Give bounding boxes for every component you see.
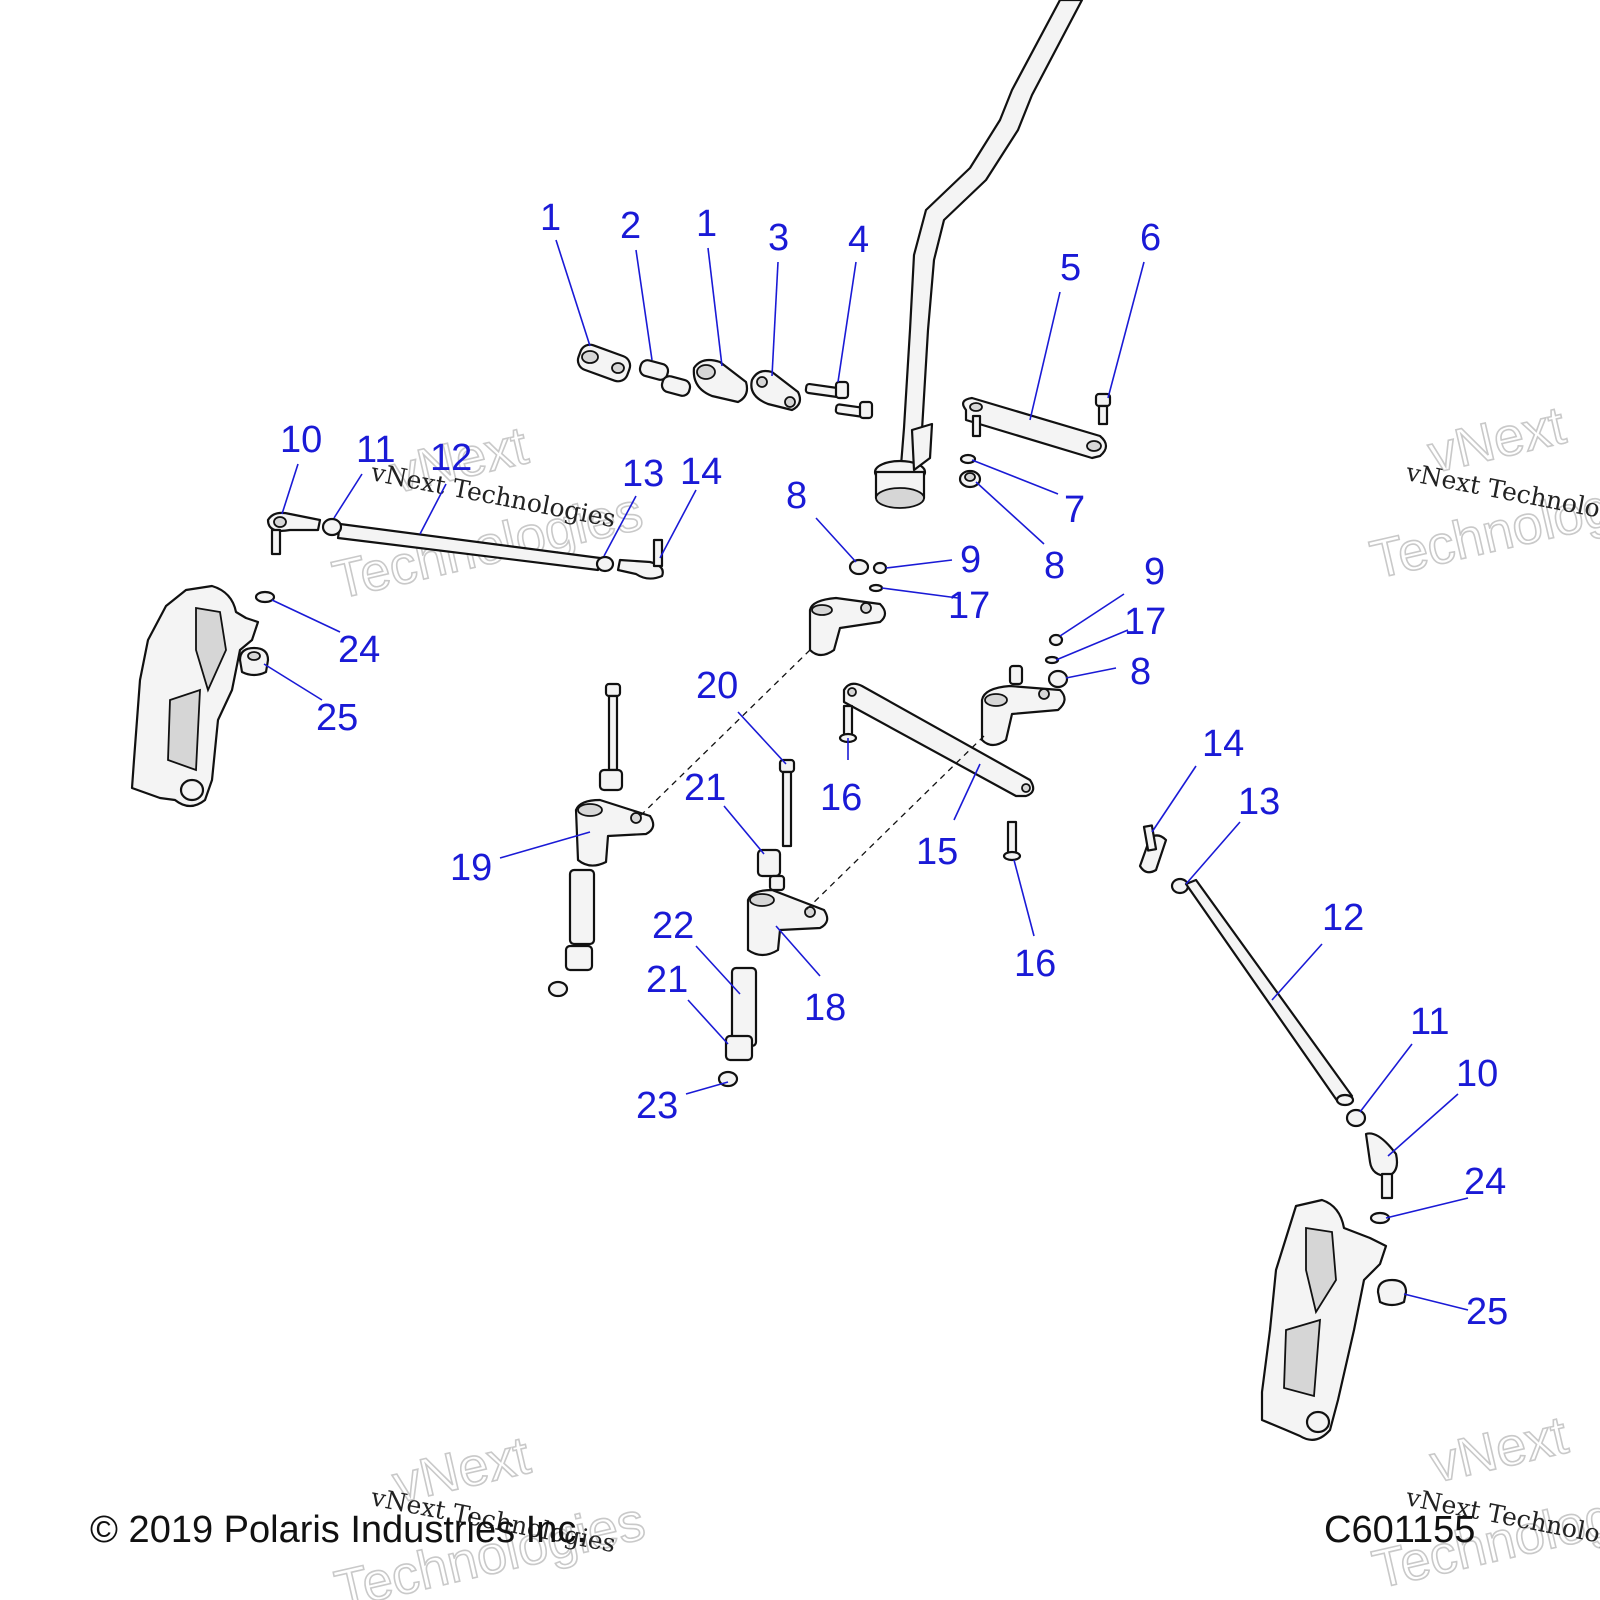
watermark-bottom-right: vNext Technologies <box>1366 1404 1600 1600</box>
bolt-4 <box>804 380 874 420</box>
link-plate-3 <box>750 369 802 412</box>
callout-10: 10 <box>280 419 322 461</box>
callout-13: 13 <box>1238 781 1280 823</box>
callout-9: 9 <box>1144 551 1165 593</box>
center-link-15 <box>842 682 1035 798</box>
bolt-16-upper <box>838 704 858 744</box>
steering-column <box>873 0 1084 509</box>
callout-19: 19 <box>450 847 492 889</box>
callout-23: 23 <box>636 1085 678 1127</box>
washer-7 <box>959 453 977 465</box>
callout-17: 17 <box>1124 601 1166 643</box>
callout-16: 16 <box>1014 943 1056 985</box>
callout-20: 20 <box>696 665 738 707</box>
u-joint-yoke-left <box>576 343 632 383</box>
pitman-arm-upper <box>808 596 887 657</box>
knuckle-right <box>1260 1198 1388 1441</box>
callout-10: 10 <box>1456 1053 1498 1095</box>
pin-2 <box>638 359 692 397</box>
callout-12: 12 <box>1322 897 1364 939</box>
callout-25: 25 <box>316 697 358 739</box>
idler-arm-18 <box>717 888 829 1088</box>
callout-5: 5 <box>1060 247 1081 289</box>
callout-14: 14 <box>1202 723 1244 765</box>
callout-13: 13 <box>622 453 664 495</box>
tie-rod-left <box>266 511 664 580</box>
callout-1: 1 <box>696 203 717 245</box>
washer-9-right <box>1048 633 1064 647</box>
washer-9-mid <box>872 561 888 575</box>
callout-8: 8 <box>1044 545 1065 587</box>
callout-14: 14 <box>680 451 722 493</box>
callout-2: 2 <box>620 205 641 247</box>
callout-22: 22 <box>652 905 694 947</box>
callout-7: 7 <box>1064 489 1085 531</box>
callout-16: 16 <box>820 777 862 819</box>
diagram-code: C601155 <box>1324 1509 1475 1551</box>
callout-4: 4 <box>848 219 869 261</box>
idler-arm-19 <box>547 798 655 998</box>
callout-21: 21 <box>646 959 688 1001</box>
nut-25-left <box>238 646 270 677</box>
callout-3: 3 <box>768 217 789 259</box>
leader-lines <box>263 239 1469 1311</box>
callout-17: 17 <box>948 585 990 627</box>
callout-25: 25 <box>1466 1291 1508 1333</box>
bolt-20-stack <box>756 758 796 892</box>
watermark-bottom-left: vNext Technologies <box>329 1424 651 1600</box>
bolt-6 <box>1094 392 1112 426</box>
nut-8-upper <box>958 469 982 489</box>
callout-12: 12 <box>430 437 472 479</box>
callout-8: 8 <box>1130 651 1151 693</box>
watermark-text: vNext <box>1425 1405 1573 1495</box>
copyright-notice: © 2019 Polaris Industries Inc. <box>90 1509 587 1551</box>
bolt-16-lower <box>1002 820 1022 862</box>
callout-24: 24 <box>338 629 380 671</box>
callout-11: 11 <box>356 429 395 471</box>
callout-15: 15 <box>916 831 958 873</box>
alignment-line <box>637 649 811 819</box>
bolt-19-stack <box>598 682 624 792</box>
washer-17-mid <box>868 583 884 593</box>
bracket-5 <box>962 396 1108 460</box>
callout-8: 8 <box>786 475 807 517</box>
callout-labels: 1 2 1 3 4 5 6 7 8 8 9 17 9 17 8 10 11 12… <box>280 197 1508 1333</box>
callout-24: 24 <box>1464 1161 1506 1203</box>
knuckle-left <box>130 584 260 808</box>
nut-8-right <box>1047 669 1069 689</box>
callout-18: 18 <box>804 987 846 1029</box>
callout-21: 21 <box>684 767 726 809</box>
callout-6: 6 <box>1140 217 1161 259</box>
callout-11: 11 <box>1410 1001 1449 1043</box>
alignment-line <box>805 735 985 911</box>
nut-8-mid <box>848 558 870 576</box>
callout-1: 1 <box>540 197 561 239</box>
pitman-arm-right <box>980 664 1066 747</box>
washer-24-left <box>254 590 276 604</box>
tie-rod-right <box>1138 824 1399 1200</box>
u-joint-yoke-right <box>692 358 749 404</box>
nut-25-right <box>1376 1278 1408 1307</box>
callout-9: 9 <box>960 539 981 581</box>
